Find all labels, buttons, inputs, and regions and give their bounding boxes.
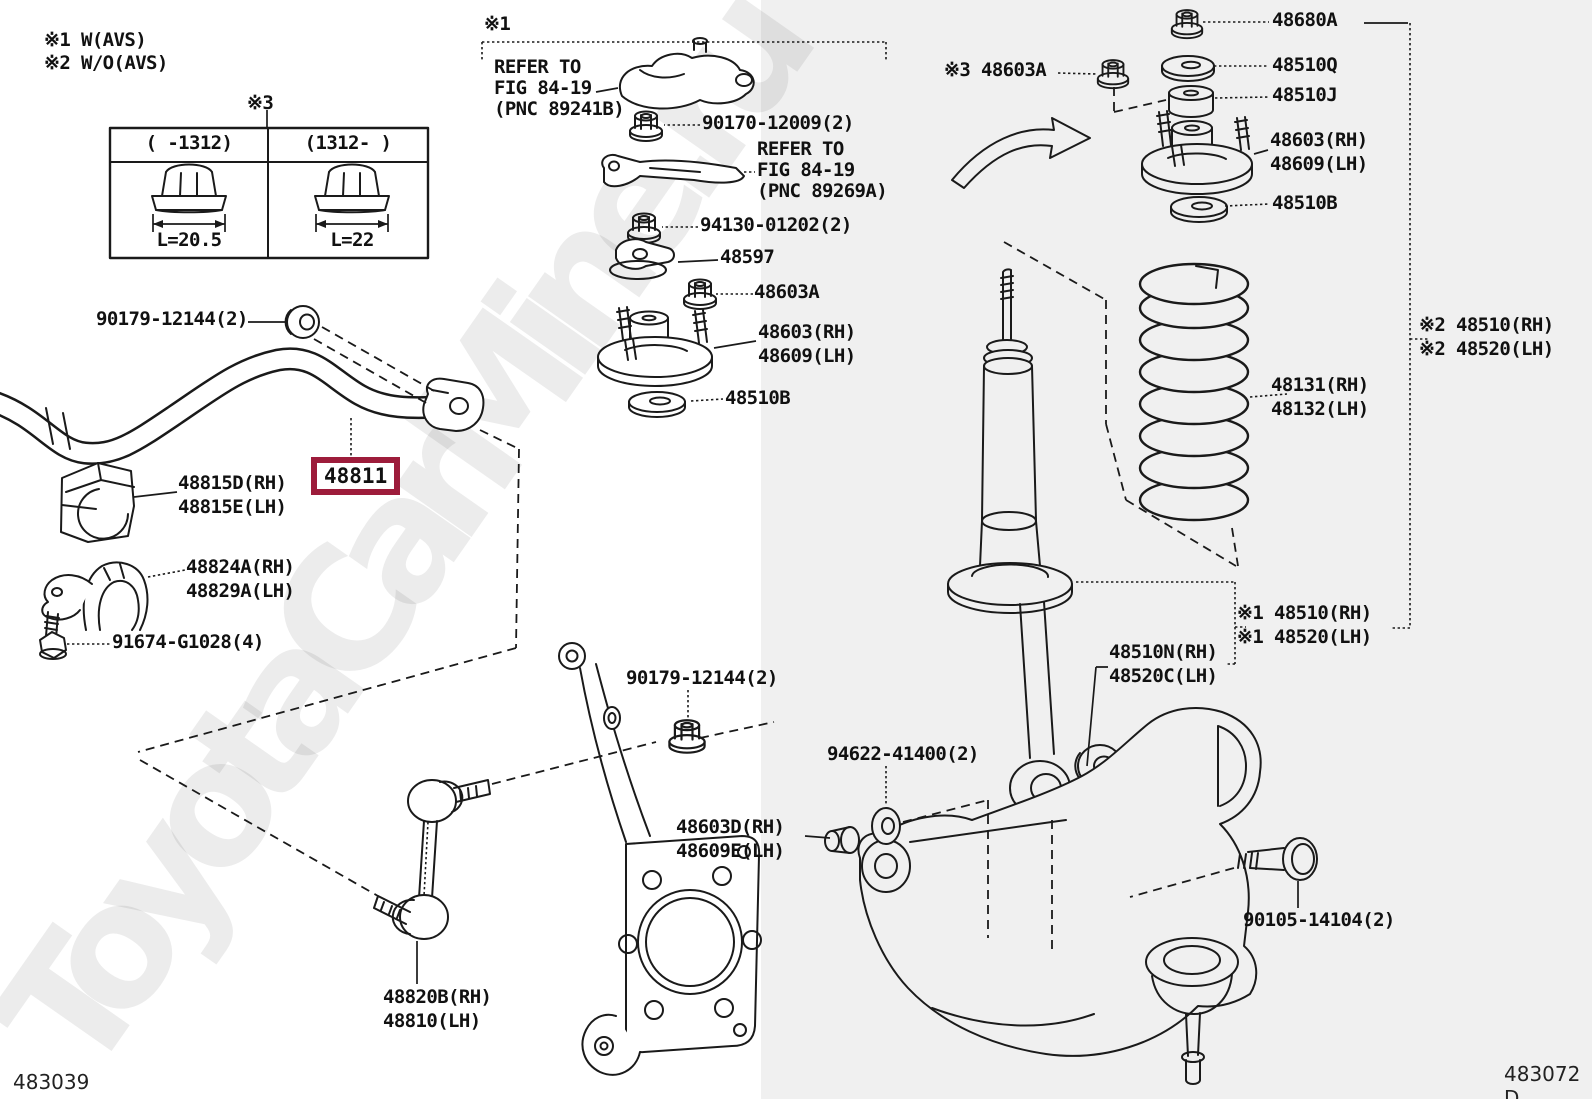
steering-knuckle [558, 642, 762, 1076]
clamp-48597 [609, 238, 675, 280]
ball-joint [1145, 937, 1239, 1085]
nut-length-table [108, 110, 430, 260]
part-label-90179-12144-top: 90179-12144(2) [96, 308, 248, 330]
part-label-x3-48603a: ※3 48603A [944, 59, 1047, 81]
washer-48510q [1161, 55, 1215, 82]
part-label-48597: 48597 [720, 246, 775, 268]
bracket-part-89269a [601, 154, 745, 188]
part-label-x1-48510-48520: ※1 48510(RH) ※1 48520(LH) [1237, 602, 1372, 648]
part-label-48510j: 48510J [1272, 84, 1338, 106]
big-arrow [951, 117, 1091, 189]
coil-spring [1138, 262, 1250, 522]
cushion-48510j [1168, 85, 1214, 118]
part-label-48131-48132: 48131(RH) 48132(LH) [1271, 374, 1369, 420]
refer-note-89269a: REFER TO FIG 84-19 (PNC 89269A) [757, 138, 888, 202]
shock-absorber [947, 268, 1073, 816]
part-label-48815: 48815D(RH) 48815E(LH) [178, 472, 287, 518]
table-dim-col2: L=22 [330, 229, 374, 251]
washer-48510b-right [1170, 196, 1228, 223]
table-nut-left [151, 163, 227, 232]
washer-48510b-mid [628, 391, 686, 418]
part-label-48510b-right: 48510B [1272, 192, 1338, 214]
support-mount-48603-mid [597, 306, 713, 387]
legend-note-2: ※2 W/O(AVS) [44, 52, 168, 74]
part-label-94130-01202: 94130-01202(2) [700, 214, 852, 236]
part-label-48510b-mid: 48510B [725, 387, 791, 409]
support-mount-48603-right [1141, 110, 1253, 195]
part-label-48603d: 48603D(RH) 48609E(LH) [676, 816, 785, 862]
part-label-48603-48609-right: 48603(RH) 48609(LH) [1270, 129, 1368, 175]
part-label-48824: 48824A(RH) 48829A(LH) [186, 556, 295, 602]
bushing-ring-90179 [284, 305, 320, 339]
part-label-48510n-48520c: 48510N(RH) 48520C(LH) [1109, 641, 1218, 687]
refer-note-89241b: REFER TO FIG 84-19 (PNC 89241B) [494, 56, 625, 120]
group-mark-1: ※1 [484, 13, 511, 35]
legend-note-3: ※3 [247, 92, 274, 114]
part-label-48820: 48820B(RH) 48810(LH) [383, 986, 492, 1032]
stabilizer-bar [0, 347, 485, 465]
part-label-48680a: 48680A [1272, 9, 1338, 31]
table-header-col1: ( -1312) [145, 132, 233, 154]
part-label-x2-48510-48520: ※2 48510(RH) ※2 48520(LH) [1419, 314, 1554, 360]
part-label-90179-12144-knuckle: 90179-12144(2) [626, 667, 778, 689]
arm-dashed-lines [902, 799, 1235, 950]
table-header-col2: (1312- ) [304, 132, 392, 154]
nut-48603d [824, 826, 860, 854]
figure-number-left: 483039 [13, 1070, 90, 1094]
washer-94622 [871, 807, 901, 845]
leader-lines [67, 21, 1429, 984]
part-label-48603-48609-mid: 48603(RH) 48609(LH) [758, 321, 856, 367]
part-label-90105-14104: 90105-14104(2) [1243, 909, 1395, 931]
sensor-part-89241b [619, 37, 755, 110]
part-label-94622-41400: 94622-41400(2) [827, 743, 979, 765]
bracket-48824 [41, 561, 149, 631]
part-label-90170-12009: 90170-12009(2) [702, 112, 854, 134]
stabilizer-bushing-48815 [60, 462, 135, 543]
part-label-91674-g1028: 91674-G1028(4) [112, 631, 264, 653]
assembly-dashed-lines [137, 87, 1239, 897]
highlighted-part-48811[interactable]: 48811 [311, 457, 401, 495]
bolt-90105 [1237, 837, 1318, 881]
part-label-48603a-mid: 48603A [754, 281, 820, 303]
bolt-91674 [39, 611, 67, 660]
table-nut-right [314, 163, 390, 232]
figure-number-right: 483072 D [1504, 1062, 1581, 1099]
stabilizer-link-48820 [373, 779, 491, 940]
table-dim-col1: L=20.5 [156, 229, 222, 251]
legend-note-1: ※1 W(AVS) [44, 29, 147, 51]
part-label-48510q: 48510Q [1272, 54, 1338, 76]
